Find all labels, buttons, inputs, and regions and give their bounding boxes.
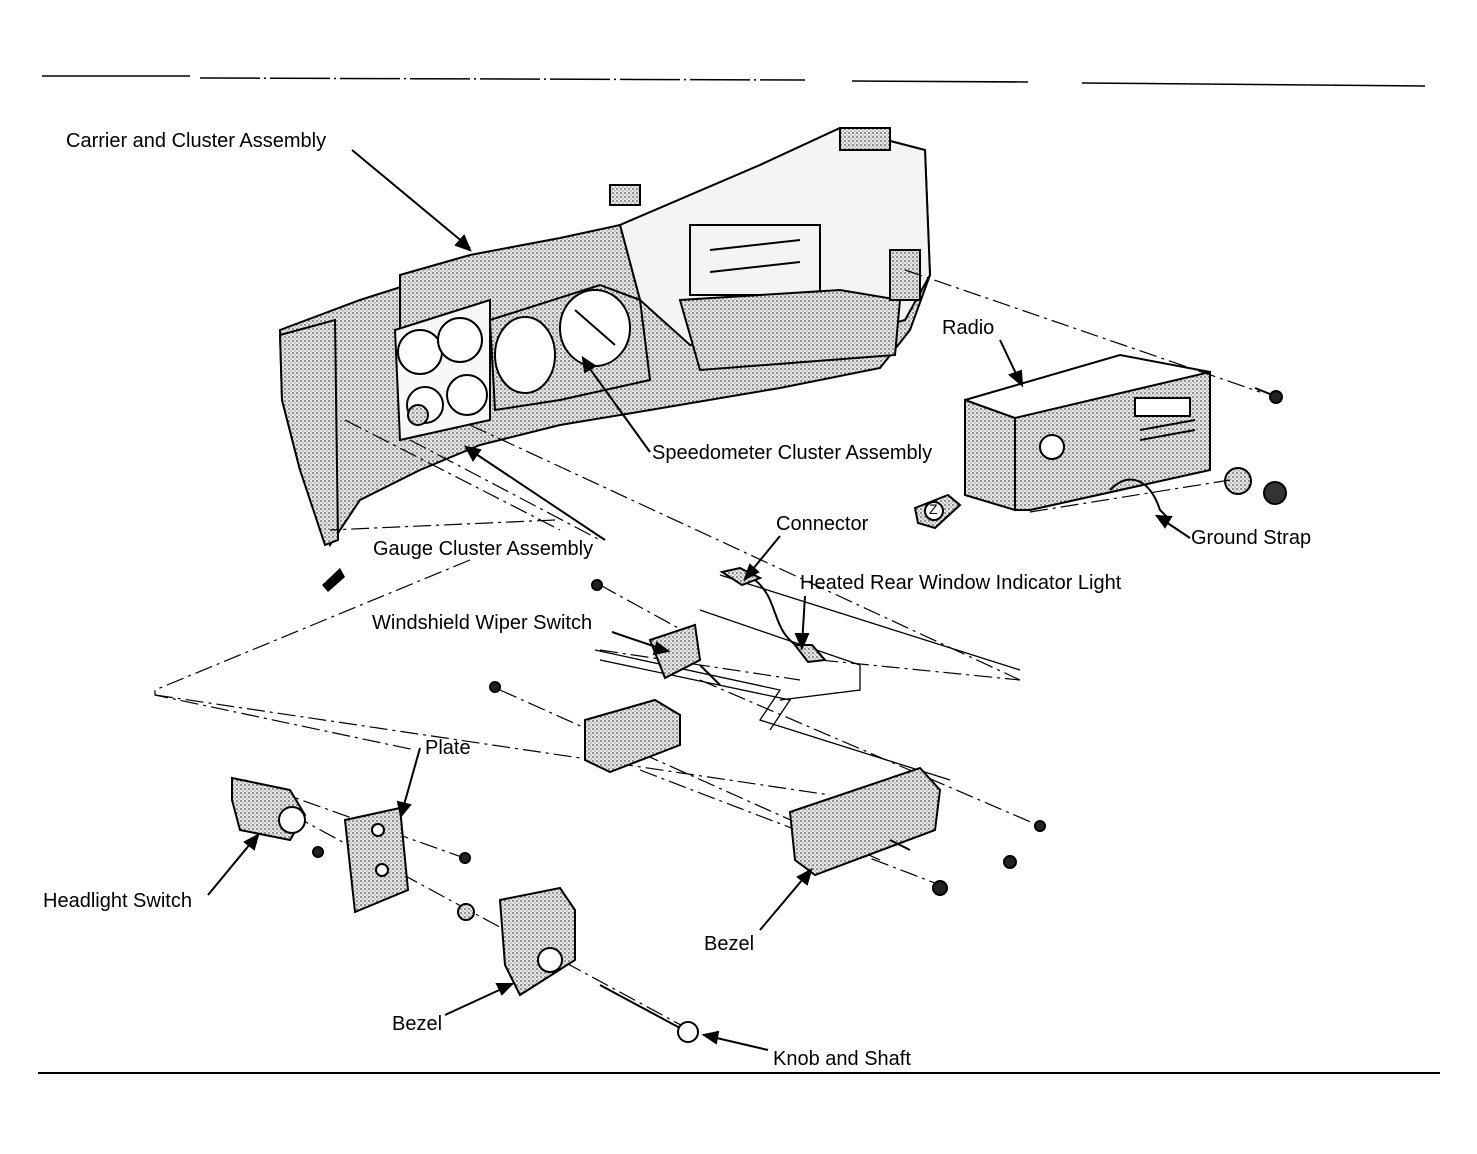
label-bezel-left: Bezel	[392, 1013, 443, 1035]
label-speedometer-cluster-assembly: Speedometer Cluster Assembly	[652, 442, 933, 464]
wiring-path	[594, 574, 1021, 781]
carrier-cluster-assembly	[278, 126, 932, 548]
label-bezel-right: Bezel	[704, 933, 755, 955]
right-bezel-part	[788, 766, 942, 877]
label-carrier-cluster-assembly: Carrier and Cluster Assembly	[66, 130, 327, 152]
label-knob-and-shaft: Knob and Shaft	[773, 1048, 911, 1070]
view-z-letter: Z	[929, 501, 938, 517]
switch-module	[489, 681, 681, 774]
label-plate: Plate	[425, 737, 471, 759]
knob-shaft-part	[599, 984, 699, 1043]
plate-part	[312, 806, 471, 914]
leader-lines	[207, 149, 1191, 1051]
top-rule	[42, 75, 1426, 87]
radio	[964, 353, 1211, 512]
radio-screw	[1254, 387, 1283, 404]
label-connector: Connector	[776, 513, 869, 535]
radio-knobs	[1224, 467, 1287, 505]
label-windshield-wiper-switch: Windshield Wiper Switch	[372, 612, 593, 634]
label-headlight-switch: Headlight Switch	[43, 890, 192, 912]
label-gauge-cluster-assembly: Gauge Cluster Assembly	[373, 538, 594, 560]
label-ground-strap: Ground Strap	[1191, 527, 1312, 549]
wiper-switch-part	[591, 579, 721, 686]
label-heated-rear-window-indicator-light: Heated Rear Window Indicator Light	[800, 572, 1122, 594]
view-arrow-marker	[322, 568, 345, 592]
view-z-marker	[913, 493, 962, 530]
headlight-switch-part	[231, 776, 307, 842]
label-radio: Radio	[942, 317, 995, 339]
ground-strap-wire	[1109, 478, 1171, 521]
left-bezel-part	[457, 886, 576, 997]
screws-right	[932, 820, 1046, 896]
